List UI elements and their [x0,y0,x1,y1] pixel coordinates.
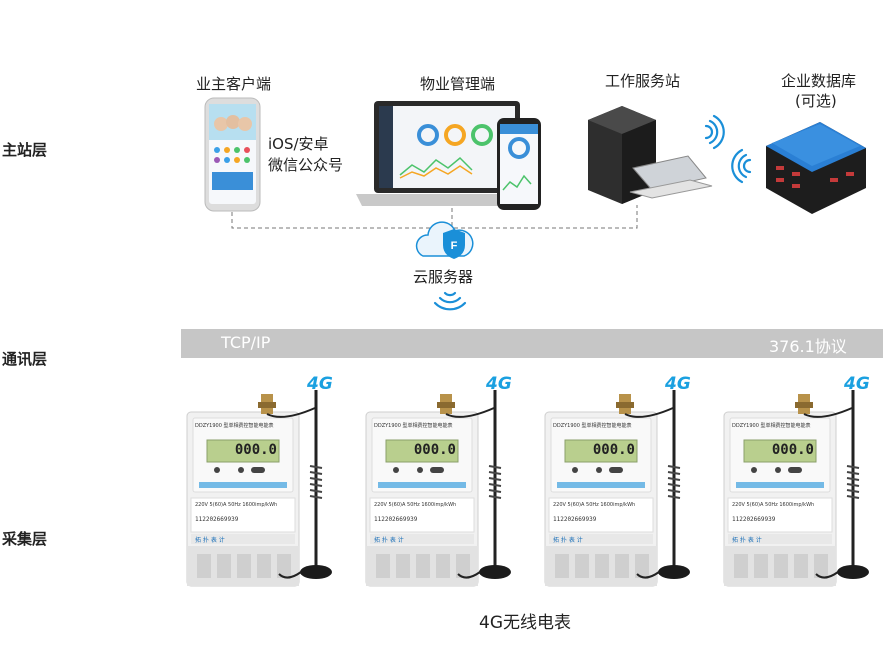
svg-text:F: F [451,240,458,252]
meter-model-label: DDZY1900 型单相费控智能电能表 [553,423,632,429]
database-title: 企业数据库 [781,72,857,90]
smart-meter: DDZY1900 型单相费控智能电能表 000.0 220V 5(60)A 50Hz… [183,374,353,588]
meter-brand: 拓 扑 表 计 [553,537,583,544]
meter-brand: 拓 扑 表 计 [374,537,404,544]
meter-graphic [723,390,869,587]
wifi-icon [704,114,725,150]
owner-app-title: 业主客户端 [196,75,272,93]
protocol-tcpip: TCP/IP [221,333,271,352]
communication-bar: TCP/IP 376.1协议 [181,329,883,358]
meter-serial: 112202669939 [374,516,418,523]
meter-reading: 000.0 [592,442,635,458]
meter-graphic [186,390,332,587]
4g-signal-icon: 4G [307,374,333,394]
meter-model-label: DDZY1900 型单相费控智能电能表 [732,423,811,429]
wifi-icon [731,148,752,184]
meter-spec: 220V 5(60)A 50Hz 1600imp/kWh [374,502,457,508]
property-laptop-device [356,101,538,206]
workstation-device [588,106,713,204]
cloud-icon: F [415,221,474,259]
4g-signal-icon: 4G [665,374,691,394]
meter-spec: 220V 5(60)A 50Hz 1600imp/kWh [195,502,278,508]
owner-phone-device [204,97,261,212]
meters-caption: 4G无线电表 [479,613,571,633]
4g-signal-icon: 4G [486,374,512,394]
layer-label-comm: 通讯层 [2,350,48,368]
meter-graphic [544,390,690,587]
layer-label-master: 主站层 [2,141,48,159]
meter-reading: 000.0 [234,442,277,458]
database-subtitle: (可选) [795,92,837,110]
property-phone-device [497,118,541,210]
owner-app-platforms: iOS/安卓 [268,135,329,153]
database-device [766,122,866,214]
meter-reading: 000.0 [771,442,814,458]
property-title: 物业管理端 [420,75,496,93]
smart-meter: DDZY1900 型单相费控智能电能表 000.0 220V 5(60)A 50Hz… [720,374,884,588]
layer-label-collect: 采集层 [2,530,48,548]
owner-app-wechat: 微信公众号 [268,156,344,174]
meter-brand: 拓 扑 表 计 [732,537,762,544]
meter-serial: 112202669939 [553,516,597,523]
meter-spec: 220V 5(60)A 50Hz 1600imp/kWh [732,502,815,508]
meter-serial: 112202669939 [195,516,239,523]
meter-serial: 112202669939 [732,516,776,523]
meter-model-label: DDZY1900 型单相费控智能电能表 [195,423,274,429]
smart-meter: DDZY1900 型单相费控智能电能表 000.0 220V 5(60)A 50Hz… [362,374,532,588]
meter-model-label: DDZY1900 型单相费控智能电能表 [374,423,453,429]
4g-signal-icon: 4G [844,374,870,394]
meter-graphic [365,390,511,587]
cloud-title: 云服务器 [413,268,474,286]
smart-meter: DDZY1900 型单相费控智能电能表 000.0 220V 5(60)A 50Hz… [541,374,711,588]
protocol-3761: 376.1协议 [769,337,847,356]
meter-reading: 000.0 [413,442,456,458]
meter-brand: 拓 扑 表 计 [195,537,225,544]
wifi-icon [433,291,467,311]
meter-spec: 220V 5(60)A 50Hz 1600imp/kWh [553,502,636,508]
workstation-title: 工作服务站 [605,72,681,90]
